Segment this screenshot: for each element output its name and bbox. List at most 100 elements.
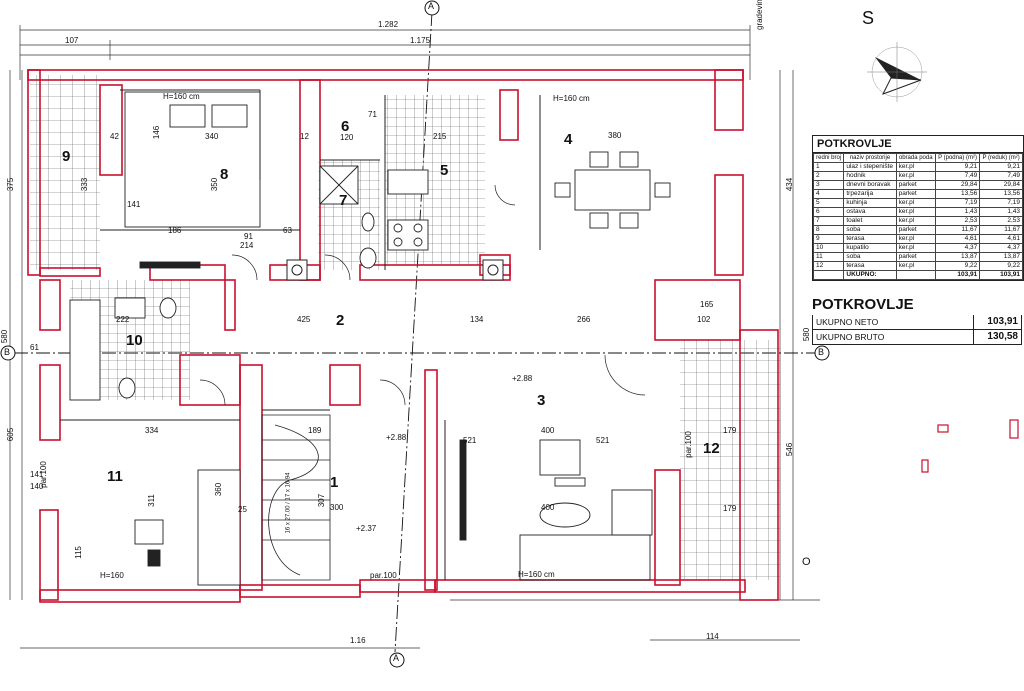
- table-cell: 9,22: [934, 261, 981, 271]
- label-h160-c: H=160 cm: [518, 570, 555, 579]
- axis-b-left-marker: [0, 345, 16, 361]
- table-cell: 7: [812, 216, 845, 226]
- dim-left-375: 375: [6, 177, 16, 192]
- toilet-room-7: [319, 165, 377, 269]
- dim-333: 333: [80, 177, 90, 192]
- table-cell: terasa: [843, 234, 897, 244]
- dim-right-546: 546: [785, 442, 795, 457]
- room-number-2: 2: [336, 312, 345, 329]
- dim-bottom-left: 1.16: [350, 636, 366, 645]
- table-cell: soba: [843, 225, 897, 235]
- table-cell: 13,56: [979, 189, 1023, 199]
- room-number-7: 7: [339, 192, 348, 209]
- table-cell: 1,43: [934, 207, 981, 217]
- dim-222: 222: [116, 315, 130, 324]
- terrace-12-tiles: [680, 340, 780, 580]
- label-stairs: 16 x 27.00 / 17 x 16.94: [285, 472, 292, 534]
- dim-120: 120: [340, 133, 354, 142]
- table-cell: ker.pl: [895, 216, 936, 226]
- axis-b-right-label: B: [818, 347, 825, 357]
- table-cell: 29,84: [979, 180, 1023, 190]
- north-label: S: [862, 8, 875, 28]
- table-cell: dnevni boravak: [843, 180, 897, 190]
- dim-215: 215: [433, 132, 447, 141]
- right-dimension-lines: [779, 70, 794, 600]
- door-swings: [199, 184, 646, 406]
- dim-left-580: 580: [0, 329, 10, 344]
- label-h160-d: H=160: [100, 571, 124, 580]
- dim-91: 91: [244, 232, 253, 241]
- table-cell: toalet: [843, 216, 897, 226]
- shaft-boxes: [286, 259, 504, 281]
- table-cell: ulaz i stepenište: [843, 162, 897, 172]
- axis-a-bottom-marker: [389, 652, 405, 668]
- axis-a-top-label: A: [428, 1, 435, 11]
- staircase: [261, 414, 331, 581]
- table-cell: 5: [812, 198, 845, 208]
- table-cell: [895, 270, 936, 280]
- table-cell: 9,21: [934, 162, 981, 172]
- table-cell: 13,56: [934, 189, 981, 199]
- dim-71: 71: [368, 110, 377, 119]
- bathroom-fixtures-room-10: [69, 297, 177, 401]
- table-cell: ker.pl: [895, 207, 936, 217]
- dim-400b: 400: [541, 503, 555, 512]
- dim-307: 307: [317, 493, 327, 508]
- summary-box: POTKROVLJE UKUPNO NETO 103,91 UKUPNO BRU…: [812, 296, 1022, 345]
- dim-186: 186: [168, 226, 182, 235]
- dim-left: 107: [65, 36, 79, 45]
- left-dimension-lines: [9, 70, 23, 600]
- table-cell: 13,87: [979, 252, 1023, 262]
- table-total-a: 103,91: [934, 270, 981, 280]
- dim-214: 214: [240, 241, 254, 250]
- dim-340: 340: [205, 132, 219, 141]
- table-cell: hodnik: [843, 171, 897, 181]
- table-cell: 7,19: [979, 198, 1023, 208]
- dim-179a: 179: [723, 426, 737, 435]
- dim-25: 25: [238, 505, 247, 514]
- table-cell: parket: [895, 180, 936, 190]
- table-cell: ker.pl: [895, 162, 936, 172]
- table-cell: ostava: [843, 207, 897, 217]
- table-cell: 4,37: [934, 243, 981, 253]
- table-total-b: 103,91: [979, 270, 1023, 280]
- axis-a-bottom-label: A: [393, 653, 400, 663]
- room-number-12: 12: [703, 440, 720, 457]
- dim-146: 146: [152, 125, 162, 140]
- dim-63: 63: [283, 226, 292, 235]
- dim-165: 165: [700, 300, 714, 309]
- dim-141: 141: [127, 200, 141, 209]
- dim-521a: 521: [463, 436, 477, 445]
- label-par100-c: par.100: [38, 461, 48, 488]
- table-cell: 2: [812, 171, 845, 181]
- dim-overall: 1.282: [378, 20, 399, 29]
- axis-a-top-marker: [424, 0, 440, 16]
- table-cell: 1: [812, 162, 845, 172]
- dim-115: 115: [73, 546, 83, 559]
- summary-neto-row: UKUPNO NETO 103,91: [812, 315, 1022, 330]
- axis-b-left-label: B: [4, 347, 11, 357]
- room-number-9: 9: [62, 148, 71, 165]
- terrace-9-tiles: [30, 75, 100, 270]
- summary-bruto-row: UKUPNO BRUTO 130,58: [812, 330, 1022, 345]
- summary-neto-value: 103,91: [987, 316, 1018, 327]
- room-number-8: 8: [220, 166, 229, 183]
- label-par100-b: par.100: [683, 431, 693, 458]
- room-area-table: POTKROVLJE redni broj naziv prostorije o…: [812, 135, 1024, 281]
- table-cell: 4,37: [979, 243, 1023, 253]
- table-cell: 3: [812, 180, 845, 190]
- summary-title: POTKROVLJE: [812, 296, 914, 313]
- dim-311: 311: [146, 494, 156, 507]
- living-furniture-room-3: [459, 439, 653, 581]
- dim-521b: 521: [596, 436, 610, 445]
- room-number-1: 1: [330, 474, 339, 491]
- table-cell: 13,87: [934, 252, 981, 262]
- table-cell: 9,21: [979, 162, 1023, 172]
- room-number-5: 5: [440, 162, 449, 179]
- header-area: P (podna) (m²): [934, 153, 981, 163]
- table-cell: 11,67: [934, 225, 981, 235]
